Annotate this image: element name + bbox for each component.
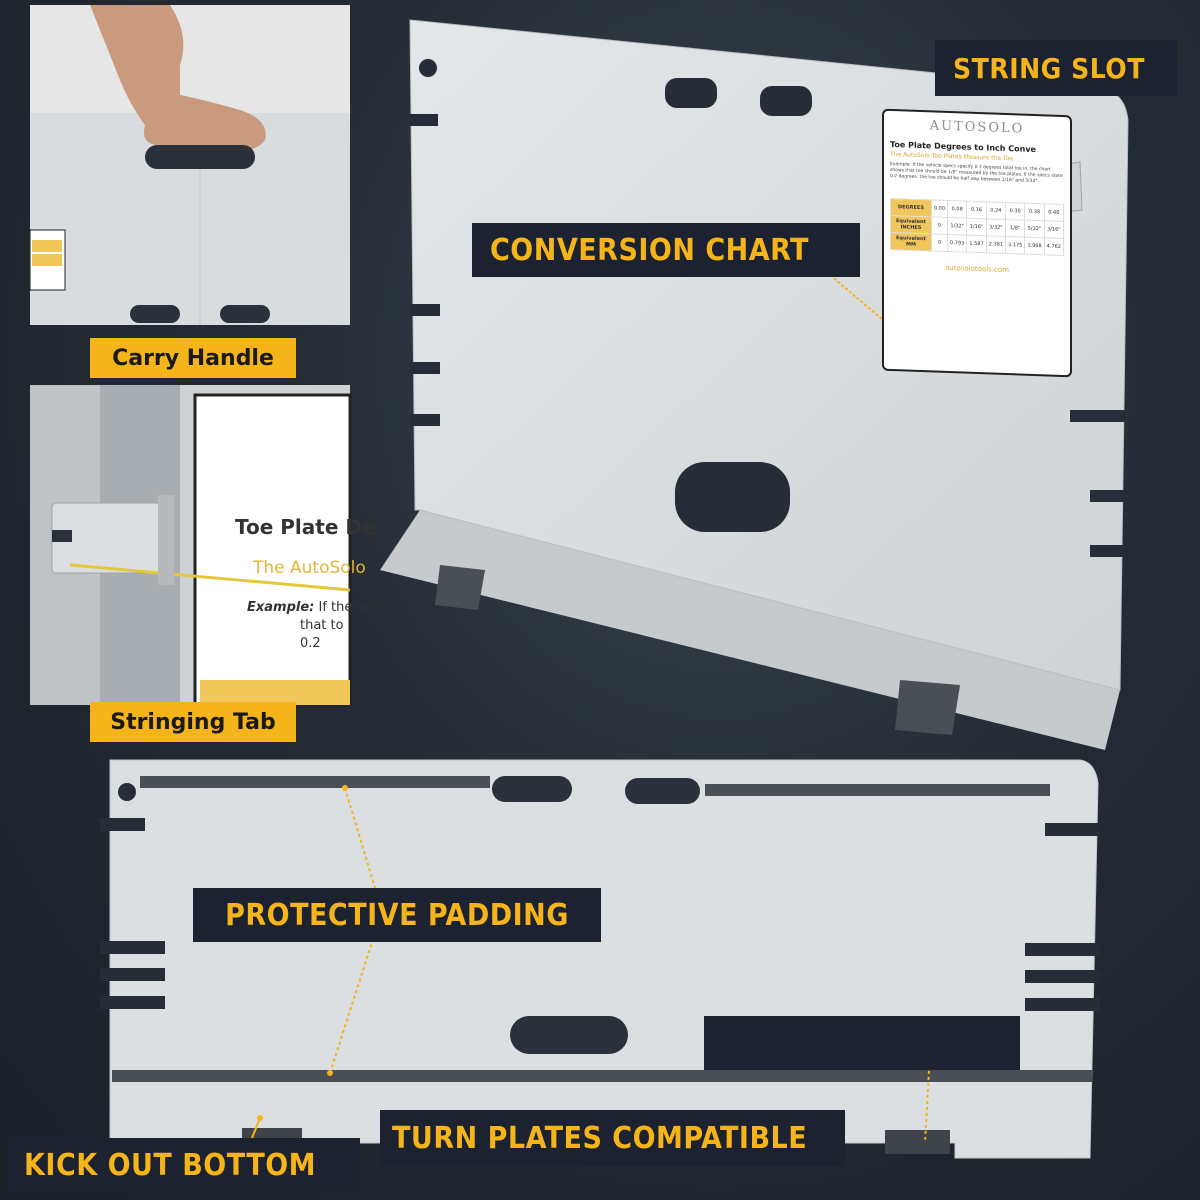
conversion-chart-label: CONVERSION CHART (472, 223, 860, 277)
plate-notch (1025, 998, 1100, 1011)
table-cell: DEGREES (890, 198, 932, 217)
foot-pad (895, 680, 960, 735)
turn-plates-compatible-text: TURN PLATES COMPATIBLE (392, 1120, 808, 1156)
conversion-table: DEGREES 0.00 0.08 0.16 0.24 0.30 0.38 0.… (890, 198, 1064, 256)
table-cell: 0.46 (1044, 203, 1064, 222)
zoom-example-rest: If the vehi (318, 600, 385, 615)
bottom-toe-plate (100, 759, 1100, 1159)
turn-plates-compatible-label: TURN PLATES COMPATIBLE (380, 1110, 845, 1166)
plate-notch (1090, 490, 1125, 502)
table-cell: 1/8" (1005, 219, 1025, 238)
chart-url: autosolotools.com (945, 263, 1009, 275)
carry-handle-illustration (29, 5, 350, 325)
zoom-card-example: Example: If the vehi (247, 600, 384, 615)
carry-slot (760, 86, 812, 116)
conversion-chart-text: CONVERSION CHART (490, 232, 809, 268)
foot-pad (435, 565, 485, 610)
conversion-chart-card: AUTOSOLO Toe Plate Degrees to Inch Conve… (882, 108, 1072, 378)
lower-slot (675, 462, 790, 532)
plate-notch (100, 996, 165, 1009)
stringing-tab-illustration (30, 385, 352, 707)
plate-notch (100, 941, 165, 954)
chart-example: Example: If the vehicle specs specify 0.… (890, 161, 1063, 185)
plate-notch (1045, 823, 1100, 836)
padding-strip (140, 776, 490, 788)
table-cell: 1/16" (966, 218, 987, 236)
protective-padding-text: PROTECTIVE PADDING (225, 897, 569, 933)
table-cell: 0.16 (966, 201, 987, 219)
carry-handle-label: Carry Handle (90, 338, 296, 378)
zoom-card-line3: 0.2 (300, 636, 321, 651)
plate-notch (1025, 943, 1100, 956)
table-cell: 2.381 (986, 235, 1006, 254)
plate-notch (1025, 970, 1100, 983)
table-cell: 3.968 (1024, 237, 1045, 255)
stringing-tab-label: Stringing Tab (90, 702, 296, 742)
table-cell: 0.38 (1024, 203, 1045, 221)
protective-padding-label: PROTECTIVE PADDING (193, 888, 601, 942)
hand-icon (90, 5, 266, 152)
plate-slot (510, 1016, 628, 1054)
plate-notch (410, 362, 440, 374)
plate-notch (1090, 545, 1125, 557)
handle-slot (145, 145, 255, 169)
zoom-card-line2: that to (300, 618, 344, 633)
plate-notch (100, 968, 165, 981)
zoom-card-title: Toe Plate De (235, 515, 376, 539)
turn-plates-box (704, 1016, 1020, 1070)
table-cell: 3/32" (986, 218, 1006, 237)
foot-pad (885, 1130, 950, 1154)
carry-handle-text: Carry Handle (112, 345, 274, 371)
kick-out-bottom-text: KICK OUT BOTTOM (24, 1147, 317, 1183)
plate-notch (410, 414, 440, 426)
plate-slot (625, 778, 700, 804)
plate-slot (220, 305, 270, 323)
plate-slot (492, 776, 572, 802)
stringing-tab-zoom: Toe Plate De The AutoSolo Example: If th… (30, 385, 384, 707)
kick-out-bottom-label: KICK OUT BOTTOM (10, 1138, 360, 1192)
table-cell: 0.30 (1005, 202, 1025, 221)
table-cell: 0.24 (986, 201, 1006, 220)
table-cell: 0.793 (947, 234, 967, 253)
plate-hole (118, 783, 136, 801)
padding-strip (705, 784, 1050, 796)
table-cell: 4.762 (1044, 237, 1064, 256)
plate-notch (1070, 410, 1125, 422)
stringing-tab-text: Stringing Tab (110, 709, 276, 735)
string-slot-text: STRING SLOT (953, 51, 1145, 85)
carry-slot (665, 78, 717, 108)
carry-handle-zoom (29, 5, 350, 325)
table-cell: 5/32" (1024, 220, 1045, 238)
table-cell: Equivalent MM (890, 232, 932, 251)
bottom-plate-body (109, 759, 1099, 1159)
table-cell: 0.00 (931, 199, 948, 218)
table-cell: 0 (931, 233, 948, 252)
string-line (69, 563, 351, 592)
table-cell: 0 (931, 216, 948, 235)
chart-brand: AUTOSOLO (929, 118, 1025, 137)
table-cell: 3.175 (1005, 236, 1025, 255)
table-cell: Equivalent INCHES (890, 215, 932, 234)
table-cell: 3/16" (1044, 220, 1064, 239)
plate-notch (100, 818, 145, 831)
plate-slot (130, 305, 180, 323)
table-cell: 0.08 (947, 200, 967, 219)
plate-notch (410, 304, 440, 316)
table-cell: 1.587 (966, 235, 987, 253)
string-slot-label: STRING SLOT (935, 40, 1177, 96)
zoom-example-label: Example: (247, 600, 315, 615)
table-cell: 1/32" (947, 217, 967, 236)
zoom-card-subtitle: The AutoSolo (253, 558, 366, 578)
padding-strip (112, 1070, 1092, 1082)
plate-hole (419, 59, 437, 77)
leader-line (329, 932, 376, 1074)
plate-notch (410, 114, 438, 126)
